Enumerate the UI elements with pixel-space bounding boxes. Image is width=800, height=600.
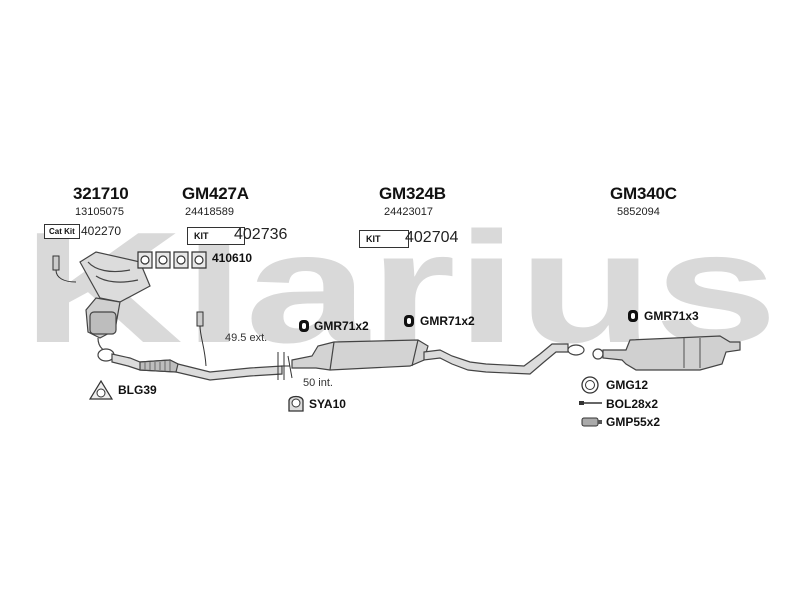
part-number: GM427A (182, 184, 249, 203)
middle-silencer-part (291, 339, 569, 375)
gasket-set-label: 410610 (212, 251, 253, 265)
pipe-sensor-icon (196, 311, 207, 367)
gasket-set-icon (137, 251, 207, 269)
front-pipe-part (97, 348, 283, 381)
rear-silencer-part (567, 335, 741, 371)
rubber-hanger-icon (299, 320, 309, 332)
kit-tag: KIT (194, 231, 209, 241)
ext-diameter-note: 49.5 ext. (225, 332, 268, 344)
oe-number: 24423017 (384, 206, 433, 218)
part-number: 321710 (73, 184, 129, 203)
accessory-label: BLG39 (118, 383, 157, 397)
oe-number: 13105075 (75, 206, 124, 218)
rubber-hanger-icon (628, 310, 638, 322)
kit-number: 402704 (405, 229, 459, 246)
hanger-label: GMR71x2 (314, 319, 369, 333)
lambda-sensor-icon (52, 255, 77, 283)
rubber-hanger-icon (404, 315, 414, 327)
oe-number: 5852094 (617, 206, 660, 218)
joint-marks (277, 352, 293, 380)
part-number: GM340C (610, 184, 677, 203)
oe-number: 24418589 (185, 206, 234, 218)
cat-kit-box: Cat Kit (44, 224, 80, 239)
kit-box: KIT (359, 230, 409, 248)
gasket-ring-icon (581, 376, 599, 394)
kit-number: 402736 (234, 226, 288, 243)
accessory-label: SYA10 (309, 397, 346, 411)
hanger-label: GMR71x2 (420, 314, 475, 328)
part-number: GM324B (379, 184, 446, 203)
kit-box: KIT (187, 227, 245, 245)
clamp-icon (288, 395, 304, 412)
flange-gasket-icon (88, 379, 114, 400)
manifold-catalyst-part (79, 251, 151, 353)
exhaust-paste-icon (581, 417, 602, 427)
accessory-label: GMG12 (606, 378, 649, 392)
hanger-label: GMR71x3 (644, 309, 699, 323)
kit-tag: KIT (366, 234, 381, 244)
int-diameter-note: 50 int. (303, 377, 333, 389)
kit-tag: Cat Kit (49, 227, 75, 236)
bolt-icon (579, 401, 602, 405)
accessory-label: GMP55x2 (606, 415, 661, 429)
kit-number: 402270 (81, 224, 122, 238)
accessory-label: BOL28x2 (606, 397, 659, 411)
